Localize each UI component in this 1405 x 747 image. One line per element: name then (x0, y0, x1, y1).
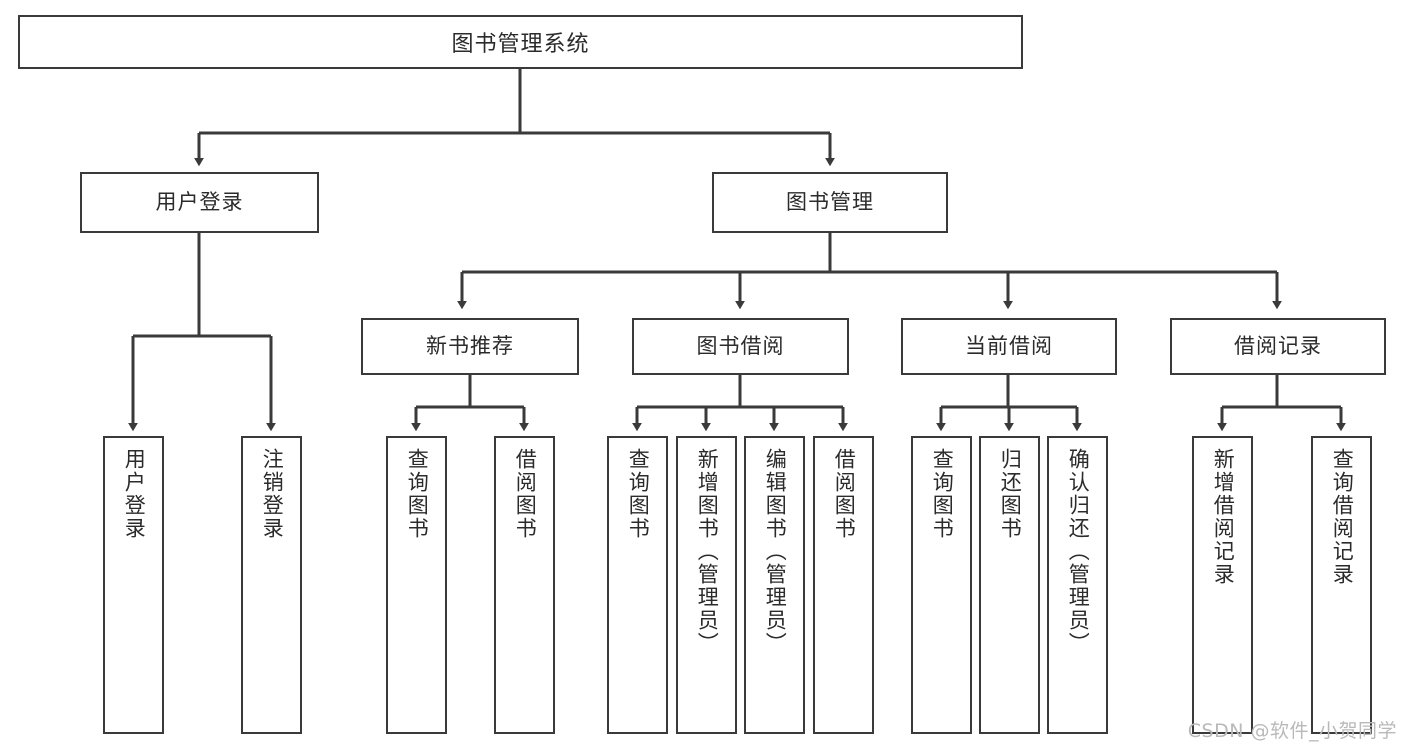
node-book-manage-label: 图书管理 (786, 189, 874, 214)
leaf-current-borrow-2-label: 确认归还（管理员） (1066, 448, 1091, 655)
node-book-borrow[interactable]: 图书借阅 (632, 318, 849, 375)
node-user-login-label: 用户登录 (155, 189, 244, 214)
leaf-new-book-1-label: 借阅图书 (513, 448, 538, 540)
leaf-book-borrow-3-label: 借阅图书 (832, 448, 857, 540)
leaf-book-borrow-1-label: 新增图书（管理员） (695, 448, 720, 655)
leaf-new-book-0[interactable]: 查询图书 (386, 436, 447, 734)
leaf-user-login-0[interactable]: 用户登录 (103, 436, 164, 734)
node-user-login[interactable]: 用户登录 (80, 172, 319, 233)
leaf-borrow-record-0[interactable]: 新增借阅记录 (1192, 436, 1253, 734)
leaf-book-borrow-0[interactable]: 查询图书 (607, 436, 668, 734)
node-root-system-label: 图书管理系统 (451, 32, 590, 57)
leaf-book-borrow-0-label: 查询图书 (626, 448, 651, 540)
leaf-user-login-1-label: 注销登录 (260, 448, 285, 540)
leaf-book-borrow-2-label: 编辑图书（管理员） (763, 448, 788, 655)
leaf-user-login-1[interactable]: 注销登录 (241, 436, 302, 734)
leaf-borrow-record-1-label: 查询借阅记录 (1330, 448, 1355, 586)
leaf-current-borrow-1-label: 归还图书 (998, 448, 1023, 540)
node-root-system[interactable]: 图书管理系统 (18, 15, 1023, 69)
leaf-book-borrow-2[interactable]: 编辑图书（管理员） (744, 436, 805, 734)
node-borrow-record-label: 借阅记录 (1234, 333, 1322, 358)
leaf-book-borrow-1[interactable]: 新增图书（管理员） (676, 436, 737, 734)
node-book-manage[interactable]: 图书管理 (712, 172, 948, 233)
node-current-borrow[interactable]: 当前借阅 (901, 318, 1117, 375)
leaf-book-borrow-3[interactable]: 借阅图书 (813, 436, 874, 734)
node-new-book-recommend-label: 新书推荐 (426, 333, 514, 358)
leaf-borrow-record-1[interactable]: 查询借阅记录 (1311, 436, 1372, 734)
leaf-new-book-1[interactable]: 借阅图书 (494, 436, 555, 734)
node-new-book-recommend[interactable]: 新书推荐 (361, 318, 579, 375)
node-current-borrow-label: 当前借阅 (965, 333, 1053, 358)
node-borrow-record[interactable]: 借阅记录 (1170, 318, 1386, 375)
leaf-new-book-0-label: 查询图书 (405, 448, 430, 540)
leaf-borrow-record-0-label: 新增借阅记录 (1211, 448, 1236, 586)
watermark: CSDN @软件_小贺同学 (1187, 720, 1397, 742)
leaf-current-borrow-0-label: 查询图书 (930, 448, 955, 540)
node-book-borrow-label: 图书借阅 (696, 333, 785, 358)
leaf-current-borrow-1[interactable]: 归还图书 (979, 436, 1040, 734)
leaf-current-borrow-0[interactable]: 查询图书 (911, 436, 972, 734)
leaf-user-login-0-label: 用户登录 (122, 448, 147, 540)
leaf-current-borrow-2[interactable]: 确认归还（管理员） (1047, 436, 1108, 734)
